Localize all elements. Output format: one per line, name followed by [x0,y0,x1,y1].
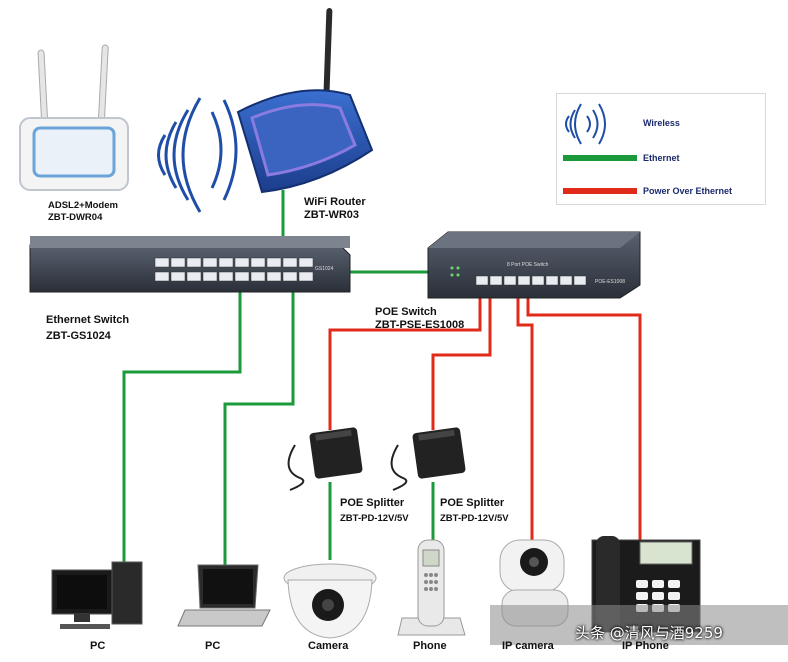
cable-switch-to-pc2 [223,290,295,565]
ethernet-switch-device: GS1024 [29,236,351,293]
poe-switch-model-text: POE-ES1008 [595,279,625,285]
poe-switch-name: POE Switch [375,306,437,318]
splitter-1-label: POE Splitter ZBT-PD-12V/5V [340,497,409,525]
legend-ethernet-label: Ethernet [643,153,680,163]
cable-poe-to-splitter2 [431,287,492,430]
splitter-2-name: POE Splitter [440,497,505,509]
router-model: ZBT-WR03 [304,209,359,221]
wireless-waves [157,97,238,213]
poe-switch-model: ZBT-PSE-ES1008 [375,319,465,331]
poe-splitter-2 [390,427,466,491]
modem-model: ZBT-DWR04 [48,212,103,223]
splitter-2-label: POE Splitter ZBT-PD-12V/5V [440,497,509,525]
wireless-legend-icon [565,103,606,145]
cable-poe-to-ipcamera [516,287,534,540]
legend-graphics [563,103,637,194]
adsl-modem [19,44,129,191]
poe-legend-swatch [563,188,637,194]
cable-switch-to-pc1 [122,290,242,565]
poe-splitter-1 [287,427,363,491]
poe-switch-label: POE Switch ZBT-PSE-ES1008 [375,306,464,332]
ethernet-legend-swatch [563,155,637,161]
legend: Wireless Ethernet Power Over Ethernet [556,93,766,205]
router-label: WiFi Router ZBT-WR03 [304,196,366,222]
modem-name: ADSL2+Modem [48,200,118,211]
eth-switch-label: Ethernet Switch ZBT-GS1024 [46,314,129,343]
pc-desktop [51,561,143,629]
splitter-1-model: ZBT-PD-12V/5V [340,513,409,524]
pc2-caption: PC [205,640,221,652]
wifi-router [236,8,374,194]
pc-laptop [177,564,271,627]
cable-poe-to-ipphone [526,287,642,540]
modem-label: ADSL2+Modem ZBT-DWR04 [48,200,118,224]
watermark-backdrop [490,605,788,645]
cordless-phone [397,539,466,636]
splitter-outputs [328,482,435,560]
dome-camera [283,563,377,639]
eth-switch-name: Ethernet Switch [46,314,130,326]
legend-poe-label: Power Over Ethernet [643,186,733,196]
eth-switch-model: ZBT-GS1024 [46,330,111,342]
watermark: 头条 @清风与酒9259 [575,624,723,642]
splitter-1-name: POE Splitter [340,497,405,509]
splitter-2-model: ZBT-PD-12V/5V [440,513,509,524]
phone-caption: Phone [413,640,447,652]
poe-switch-device: 8 Port POE Switch POE-ES1008 [427,231,641,299]
camera-caption: Camera [308,640,349,652]
poe-switch-panel-text: 8 Port POE Switch [507,262,549,268]
ipcamera-caption: IP camera [502,640,554,652]
router-name: WiFi Router [304,196,366,208]
pc1-caption: PC [90,640,106,652]
eth-switch-panel-text: GS1024 [315,266,334,272]
poe-cables [328,287,642,540]
legend-wireless-label: Wireless [643,118,680,128]
cable-poe-to-splitter1 [328,287,482,430]
ipphone-caption: IP Phone [622,640,669,652]
